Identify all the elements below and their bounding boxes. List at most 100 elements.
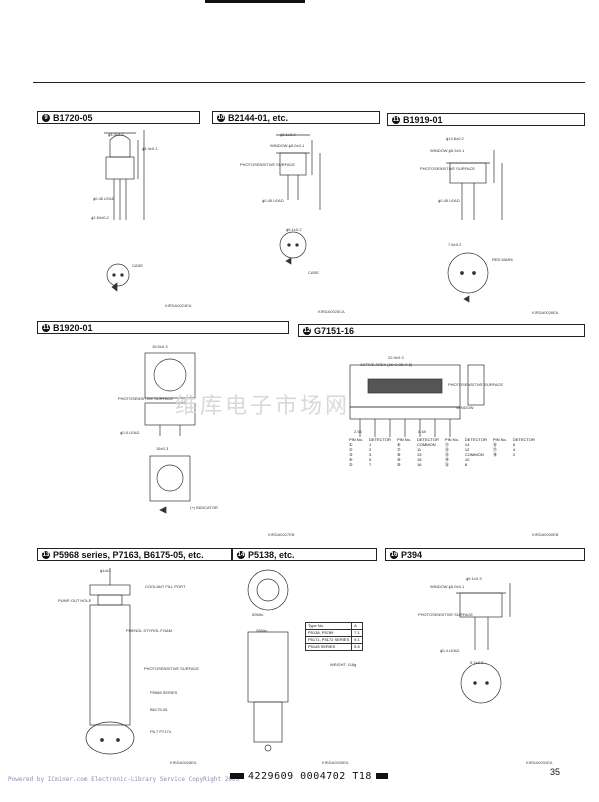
- g7151-code: KIRDA0030EB: [532, 532, 559, 537]
- section-header-p5968: 13 P5968 series, P7163, B6175-05, etc.: [37, 548, 232, 561]
- b1720-dim2: ϕ4.4±0.1: [142, 146, 158, 151]
- section-badge: 11: [42, 323, 50, 332]
- b1919-code: KIRDA0026EA: [532, 310, 559, 315]
- b1919-d3: 7.6±0.2: [448, 242, 462, 247]
- p5968-d1: ϕ14±1: [100, 568, 112, 573]
- p5968-s1: P5968 SERIES: [150, 690, 178, 695]
- g7151-d1: 22.9±0.3: [388, 355, 404, 360]
- table-cell: ⑯: [492, 442, 497, 447]
- p5138-d1: 50Min.: [252, 612, 265, 617]
- section-badge: 9: [42, 113, 50, 122]
- table-cell: ⑪: [444, 442, 449, 447]
- p5968-code: KIRDA0028EA: [170, 760, 197, 765]
- b1920-d2: 15±0.3: [156, 446, 169, 451]
- table-cell: 5: [369, 457, 372, 462]
- section-title: G7151-16: [314, 325, 355, 336]
- section-header-p394: 16 P394: [385, 548, 585, 561]
- section-title: B1920-01: [53, 322, 93, 333]
- p5968-pump: PUMP-OUT HOLE: [58, 598, 92, 603]
- section-header-b2144: 10 B2144-01, etc.: [212, 111, 380, 124]
- b1919-lead: ϕ0.45 LEAD: [438, 198, 460, 203]
- section-title: P5968 series, P7163, B6175-05, etc.: [53, 549, 204, 560]
- section-header-b1720: 9 B1720-05: [37, 111, 200, 124]
- p5968-surface: PHOTOSENSITIVE SURFACE: [144, 666, 200, 671]
- p5968-coolant: COOLANT FILL PORT: [145, 584, 186, 589]
- table-cell: 1: [369, 442, 372, 447]
- section-badge: 12: [303, 326, 311, 335]
- b1920-d1: 15.5±0.3: [152, 344, 168, 349]
- section-badge: 13: [42, 550, 50, 559]
- p394-d1: ϕ9.1±0.3: [466, 576, 482, 581]
- p5968-s2: B6175-05: [150, 707, 168, 712]
- g7151-surface: PHOTOSENSITIVE SURFACE: [448, 382, 504, 387]
- table-cell: ⑫: [444, 447, 449, 452]
- p5968-drawing: [85, 568, 135, 755]
- table-cell: 12: [464, 447, 470, 452]
- table-cell: ⑥: [396, 442, 401, 447]
- b1919-drawing: [446, 150, 503, 303]
- table-header: DETECTOR: [369, 437, 391, 442]
- p5968-s3: P6.7 P7174: [150, 729, 171, 734]
- table-cell: P5138, P5789: [304, 629, 353, 637]
- table-row: P5171, P5172 SERIES 9.1: [304, 636, 363, 644]
- table-cell: [490, 462, 510, 467]
- b1720-pitch: ϕ2.54±0.2: [91, 215, 109, 220]
- section-title: B1720-05: [53, 112, 93, 123]
- table-cell: ⑰: [492, 447, 497, 452]
- b1919-d1: ϕ13.8±0.2: [446, 136, 464, 141]
- b1920-lead: ϕ0.5 LEAD: [120, 430, 140, 435]
- p5968-foam: PHENOL STYROL FOAM: [126, 628, 172, 633]
- section-header-b1920: 11 B1920-01: [37, 321, 289, 334]
- table-cell: ⑩: [396, 462, 401, 467]
- p394-drawing: [456, 583, 511, 704]
- b1919-mark: RED MARK: [492, 257, 514, 262]
- table-cell: ④: [349, 457, 353, 462]
- table-cell: ①: [349, 442, 353, 447]
- table-cell: 7: [369, 462, 372, 467]
- section-badge: 14: [237, 550, 245, 559]
- p394-code: KIRDA0031EA: [526, 760, 553, 765]
- table-header: PIN No.: [492, 437, 507, 442]
- g7151-window: WINDOW: [456, 405, 474, 410]
- table-cell: 6: [512, 442, 516, 447]
- b1720-lead: ϕ0.45 LEAD: [93, 196, 115, 201]
- p5138-type-table: Type No. A P5138, P5789 7.1 P5171, P5172…: [304, 622, 363, 651]
- b1919-surface: PHOTOSENSITIVE SURFACE: [420, 166, 476, 171]
- table-cell: ⑭: [444, 457, 449, 462]
- b1920-code: KIRDA0027EB: [268, 532, 295, 537]
- b1720-case: CASE: [132, 263, 143, 268]
- table-cell: ⑱: [492, 452, 497, 457]
- table-cell: COMMON: [416, 442, 436, 447]
- b2144-lead: ϕ0.45 LEAD: [262, 198, 284, 203]
- section-title: B1919-01: [403, 114, 443, 125]
- table-header: A: [351, 622, 363, 630]
- table-cell: 2: [512, 452, 516, 457]
- table-row: P5138, P5789 7.1: [304, 629, 363, 637]
- p5138-d2: 26Min.: [256, 628, 269, 633]
- table-header: PIN No.: [396, 437, 411, 442]
- b1920-surface: PHOTOSENSITIVE SURFACE: [118, 396, 174, 401]
- table-header: DETECTOR: [416, 437, 439, 442]
- b2144-surface: PHOTOSENSITIVE SURFACE: [240, 162, 296, 167]
- table-cell: ⑬: [444, 452, 449, 457]
- p5138-drawing: [247, 569, 289, 752]
- table-cell: ⑮: [444, 462, 449, 467]
- p394-d3: 5.1±0.2: [470, 660, 484, 665]
- section-badge: 11: [392, 115, 400, 124]
- table-cell: ③: [349, 452, 353, 457]
- top-edge-mark: [205, 0, 305, 3]
- p394-lead: ϕ0.4 LEAD: [440, 648, 460, 653]
- b2144-window: WINDOW ϕ5.0±0.1: [270, 143, 305, 148]
- p394-window: WINDOW ϕ5.0±0.1: [430, 584, 465, 589]
- footer-credit: Powered by ICminer.com Electronic-Librar…: [8, 776, 240, 783]
- table-header: PIN No.: [444, 437, 459, 442]
- table-header: DETECTOR: [512, 437, 535, 442]
- watermark: 维库电子市场网: [175, 394, 351, 419]
- section-title: P394: [401, 549, 423, 560]
- table-cell: 3: [369, 452, 372, 457]
- p5138-weight: WEIGHT: 118g: [330, 662, 357, 667]
- g7151-pitch: 2.54: [354, 429, 362, 434]
